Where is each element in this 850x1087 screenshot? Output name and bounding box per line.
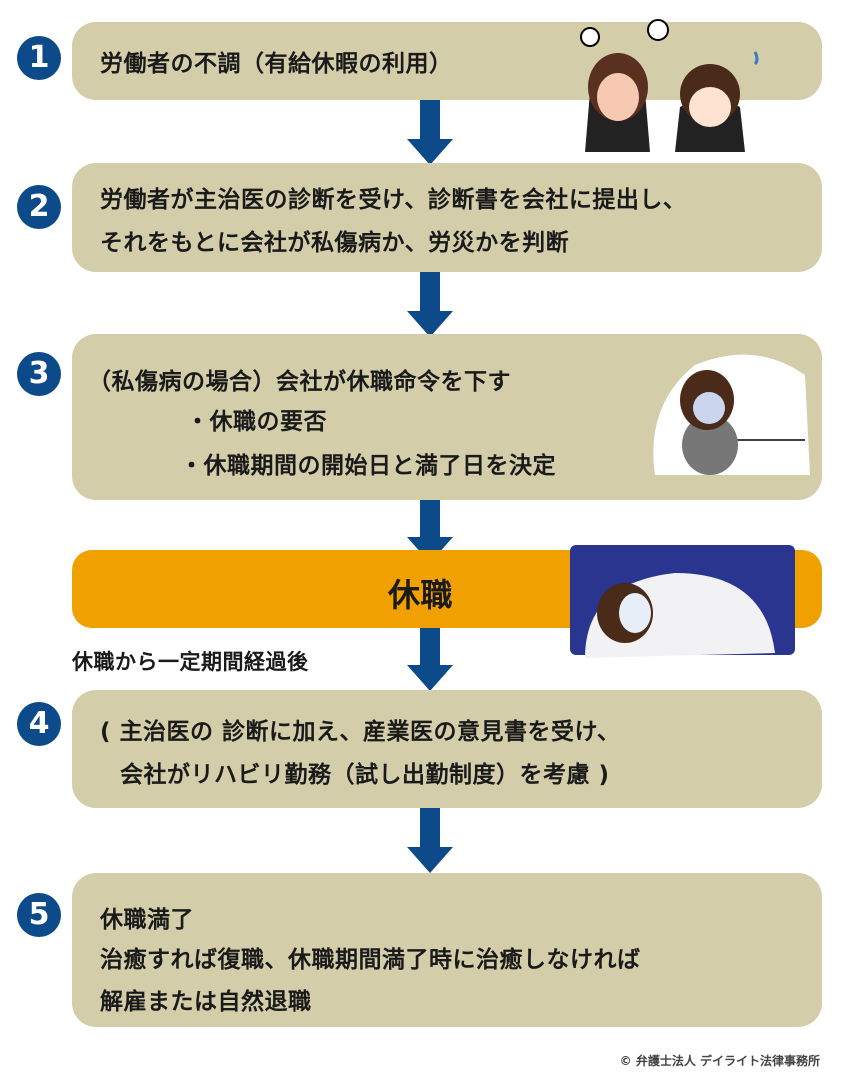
step-3-text-line-1: （私傷病の場合）会社が休職命令を下す — [88, 369, 511, 395]
step-5-text-line-3: 解雇または自然退職 — [100, 989, 312, 1015]
leave-label: 休職 — [388, 576, 454, 614]
step-5-text-line-1: 休職満了 — [100, 907, 194, 933]
step-number-2: 2 — [17, 185, 61, 229]
flow-arrow — [407, 808, 453, 873]
flow-arrow — [407, 100, 453, 165]
step-3-bullet-1: ・休職の要否 — [186, 409, 327, 435]
step-5-box — [72, 873, 822, 1027]
flow-arrow — [407, 628, 453, 691]
step-2-text-line-1: 労働者が主治医の診断を受け、診断書を会社に提出し、 — [100, 187, 687, 213]
step-3-bullet-2: ・休職期間の開始日と満了日を決定 — [180, 453, 556, 479]
step-4-text-line-1: ( 主治医の 診断に加え、産業医の意見書を受け、 — [100, 719, 621, 745]
after-leave-label: 休職から一定期間経過後 — [72, 650, 309, 674]
step-5-text-line-2: 治癒すれば復職、休職期間満了時に治癒しなければ — [100, 947, 641, 973]
step-number-1: 1 — [17, 36, 61, 80]
step-number-4: 4 — [17, 702, 61, 746]
flow-arrow — [407, 272, 453, 337]
sleeping-person-illustration — [570, 545, 795, 658]
depressed-person-illustration — [653, 354, 810, 475]
step-2-text-line-2: それをもとに会社が私傷病か、労災かを判断 — [100, 230, 570, 256]
scolding-illustration — [580, 19, 759, 152]
step-1-text: 労働者の不調（有給休暇の利用） — [100, 51, 453, 77]
copyright: © 弁護士法人 デイライト法律事務所 — [619, 1054, 820, 1068]
step-4-text-line-2: 会社がリハビリ勤務（試し出勤制度）を考慮 ) — [120, 762, 610, 788]
step-2-box — [72, 163, 822, 272]
step-4-box — [72, 690, 822, 808]
step-number-3: 3 — [17, 352, 61, 396]
step-number-5: 5 — [17, 893, 61, 937]
